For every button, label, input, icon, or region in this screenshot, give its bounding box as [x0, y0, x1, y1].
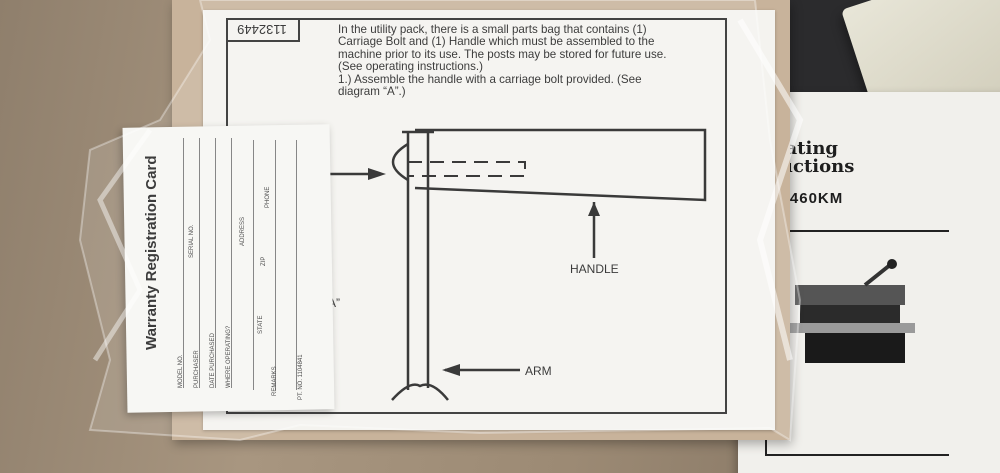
- step-text: 1.) Assemble the handle with a carriage …: [338, 73, 642, 99]
- card-line: [231, 138, 232, 388]
- handle-outline: [414, 128, 707, 202]
- bolt-arrowhead: [368, 168, 386, 180]
- bolt-shaft: [408, 161, 526, 177]
- warranty-card-title: Warranty Registration Card: [143, 155, 160, 350]
- assembly-diagram: [330, 128, 707, 401]
- part-number: 1132449: [237, 22, 287, 37]
- arm-arrowhead: [442, 364, 460, 376]
- instruction-text: In the utility pack, there is a small pa…: [338, 23, 667, 74]
- bolt-head: [391, 142, 409, 182]
- handle-label: HANDLE: [570, 262, 619, 276]
- handle-arrowhead: [588, 202, 600, 216]
- card-line: [253, 140, 254, 390]
- card-field-part-no: PT. NO. 1104841: [298, 354, 304, 400]
- card-line: [215, 138, 216, 388]
- card-field-date: DATE PURCHASED: [210, 333, 216, 388]
- manual-machine-photo: [790, 259, 915, 363]
- card-line: [199, 138, 200, 388]
- card-field-address: ADDRESS: [240, 216, 246, 246]
- part-number-box: 1132449: [226, 18, 300, 42]
- card-field-purchaser: PURCHASER: [194, 350, 200, 388]
- card-line: [183, 138, 184, 388]
- card-field-serial: SERIAL NO.: [189, 224, 195, 258]
- card-field-phone: PHONE: [265, 186, 271, 208]
- card-line: [275, 140, 276, 390]
- card-field-model: MODEL NO.: [178, 354, 184, 388]
- arm-label: ARM: [525, 364, 552, 378]
- card-field-where: WHERE OPERATING?: [226, 325, 232, 388]
- arm-base: [391, 383, 449, 401]
- card-field-state: STATE: [258, 315, 264, 334]
- card-line: [296, 140, 297, 390]
- card-field-remarks: REMARKS: [272, 366, 278, 396]
- card-field-zip: ZIP: [261, 256, 267, 266]
